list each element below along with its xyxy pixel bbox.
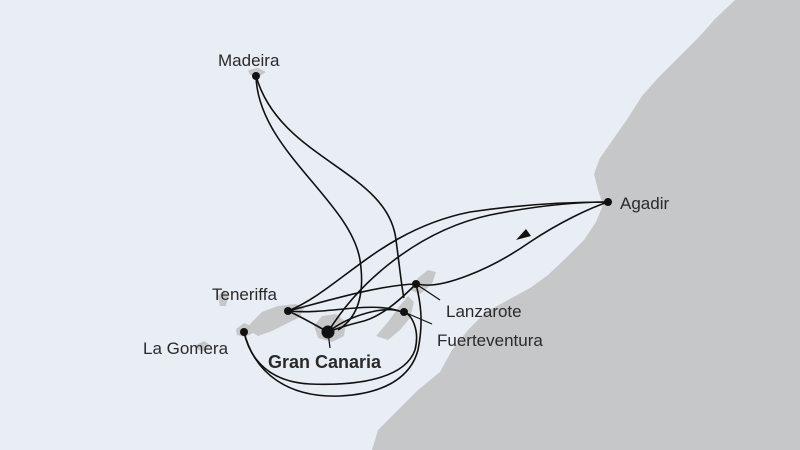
island-el-hierro — [196, 341, 210, 351]
port-marker-madeira — [252, 72, 260, 80]
port-marker-teneriffa — [284, 307, 292, 315]
label-madeira: Madeira — [218, 51, 280, 70]
label-la-gomera: La Gomera — [143, 339, 229, 358]
island-fuerteventura — [376, 296, 414, 340]
label-lanzarote: Lanzarote — [446, 302, 522, 321]
route-direction-arrow-icon — [516, 229, 531, 240]
african-coastline — [372, 0, 800, 450]
route-la-gomera-loop-2 — [243, 283, 422, 397]
island-la-palma — [218, 290, 228, 306]
route-teneriffa-lanzarote — [287, 283, 417, 312]
port-marker-la-gomera — [240, 328, 248, 336]
label-agadir: Agadir — [620, 194, 669, 213]
route-madeira-gran-canaria — [255, 75, 363, 331]
route-lanzarote-agadir — [417, 201, 609, 286]
label-gran-canaria: Gran Canaria — [268, 352, 382, 372]
route-gran-canaria-fuerteventura — [327, 308, 403, 333]
leader-line-lanzarote — [415, 283, 441, 301]
route-lanzarote-gran-canaria — [327, 283, 417, 333]
route-la-gomera-loop — [243, 311, 418, 386]
route-teneriffa-agadir — [287, 201, 609, 312]
route-madeira-lanzarote — [255, 75, 405, 299]
leader-line-fuerteventura — [403, 311, 433, 325]
label-fuerteventura: Fuerteventura — [437, 331, 543, 350]
leader-line-gran-canaria — [327, 331, 331, 349]
label-teneriffa: Teneriffa — [212, 285, 277, 304]
port-marker-agadir — [604, 198, 612, 206]
island-madeira — [248, 68, 266, 76]
